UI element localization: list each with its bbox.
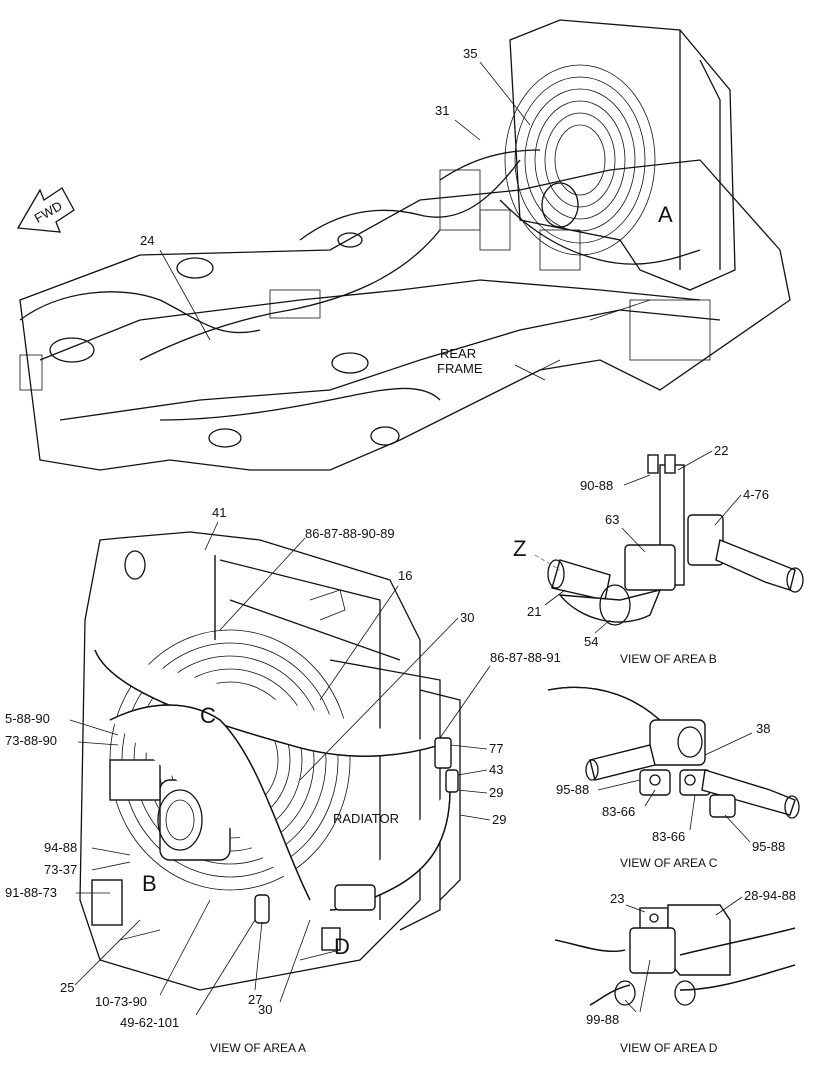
- callout-31: 31: [435, 103, 449, 118]
- callout-C: C: [200, 703, 216, 728]
- callout-Z: Z: [513, 536, 526, 561]
- callout-35: 35: [463, 46, 477, 61]
- callout-5-88-90: 5-88-90: [5, 711, 50, 726]
- caption-view-area-b: VIEW OF AREA B: [620, 652, 717, 666]
- fwd-arrow: FWD: [16, 187, 75, 233]
- callout-99-88: 99-88: [586, 1012, 619, 1027]
- callout-54: 54: [584, 634, 598, 649]
- callout-D: D: [334, 934, 350, 959]
- callout-28-94-88: 28-94-88: [744, 888, 796, 903]
- callout-94-88: 94-88: [44, 840, 77, 855]
- callout-77: 77: [489, 741, 503, 756]
- callout-86-87-88-91: 86-87-88-91: [490, 650, 561, 665]
- callout-41: 41: [212, 505, 226, 520]
- callout-29-b: 29: [492, 812, 506, 827]
- callout-95-88-b: 95-88: [752, 839, 785, 854]
- callout-27: 27: [248, 992, 262, 1007]
- rear-frame-label-2: FRAME: [437, 361, 483, 376]
- callout-90-88: 90-88: [580, 478, 613, 493]
- callout-83-66-b: 83-66: [652, 829, 685, 844]
- callout-B: B: [142, 871, 157, 896]
- callout-83-66-a: 83-66: [602, 804, 635, 819]
- callout-21: 21: [527, 604, 541, 619]
- view-area-c-drawing: [547, 686, 800, 819]
- callout-91-88-73: 91-88-73: [5, 885, 57, 900]
- callout-73-88-90: 73-88-90: [5, 733, 57, 748]
- callout-A: A: [658, 202, 673, 227]
- caption-view-area-d: VIEW OF AREA D: [620, 1041, 718, 1055]
- overview-assembly: [19, 19, 791, 471]
- callout-73-37: 73-37: [44, 862, 77, 877]
- callout-30-top: 30: [460, 610, 474, 625]
- callout-43: 43: [489, 762, 503, 777]
- radiator-label: RADIATOR: [333, 811, 399, 826]
- caption-view-area-a: VIEW OF AREA A: [210, 1041, 306, 1055]
- callout-95-88-a: 95-88: [556, 782, 589, 797]
- view-area-b-drawing: [534, 454, 804, 626]
- callout-63: 63: [605, 512, 619, 527]
- caption-view-area-c: VIEW OF AREA C: [620, 856, 718, 870]
- overview-fan: [504, 64, 656, 256]
- callout-29-a: 29: [489, 785, 503, 800]
- fwd-label: FWD: [32, 198, 65, 226]
- callout-4-76: 4-76: [743, 487, 769, 502]
- callout-49-62-101: 49-62-101: [120, 1015, 179, 1030]
- callout-24: 24: [140, 233, 154, 248]
- view-area-a-drawing: [79, 531, 461, 991]
- callout-22: 22: [714, 443, 728, 458]
- callout-23: 23: [610, 891, 624, 906]
- callout-86-87-88-90-89: 86-87-88-90-89: [305, 526, 395, 541]
- callout-16: 16: [398, 568, 412, 583]
- callout-30-bottom: 30: [258, 1002, 272, 1017]
- view-area-d-drawing: [554, 904, 796, 1006]
- rear-frame-label-1: REAR: [440, 346, 476, 361]
- callout-38: 38: [756, 721, 770, 736]
- callout-10-73-90: 10-73-90: [95, 994, 147, 1009]
- callout-25: 25: [60, 980, 74, 995]
